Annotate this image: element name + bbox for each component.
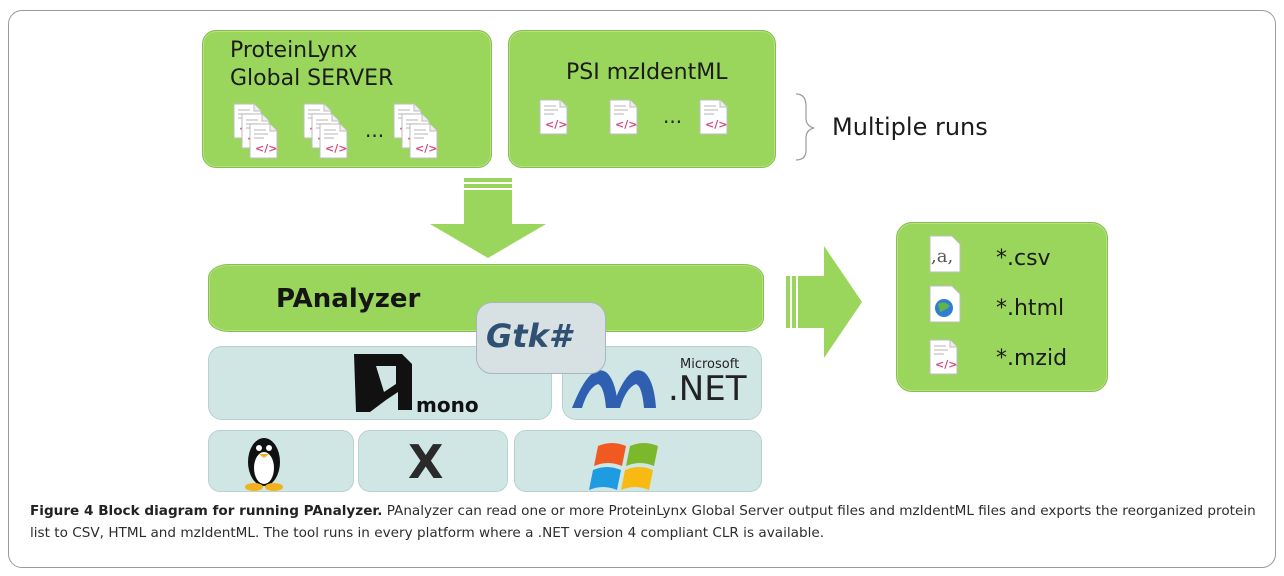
output-file-label-csv: *.csv <box>996 246 1051 271</box>
gtk-label: Gtk# <box>486 317 572 355</box>
psi-mzidentml-title: PSI mzIdentML <box>566 60 728 85</box>
x11-logo: X <box>408 435 444 489</box>
ellipsis-psi: ... <box>663 104 683 128</box>
mono-label: mono <box>416 393 479 417</box>
ellipsis-plgs: ... <box>365 118 385 142</box>
proteinlynx-title-line1: ProteinLynx <box>230 38 358 63</box>
output-file-label-mzid: *.mzid <box>996 346 1068 371</box>
figure-caption: Figure 4 Block diagram for running PAnal… <box>30 500 1270 544</box>
psi-mzidentml-box <box>508 30 776 168</box>
output-file-label-html: *.html <box>996 296 1065 321</box>
gtk-badge <box>476 302 606 374</box>
caption-body: PAnalyzer can read one or more ProteinLy… <box>30 503 1256 541</box>
dotnet-brand-label: Microsoft <box>680 357 740 372</box>
proteinlynx-title-line2: Global SERVER <box>230 66 394 91</box>
caption-title: Figure 4 Block diagram for running PAnal… <box>30 503 383 519</box>
multiple-runs-label: Multiple runs <box>832 113 988 141</box>
panalyzer-title: PAnalyzer <box>276 284 421 314</box>
linux-box <box>208 430 354 492</box>
svg-text:,a,: ,a, <box>931 246 953 267</box>
dotnet-label: .NET <box>668 369 747 409</box>
figure-frame <box>8 10 1276 568</box>
x11-box <box>358 430 508 492</box>
